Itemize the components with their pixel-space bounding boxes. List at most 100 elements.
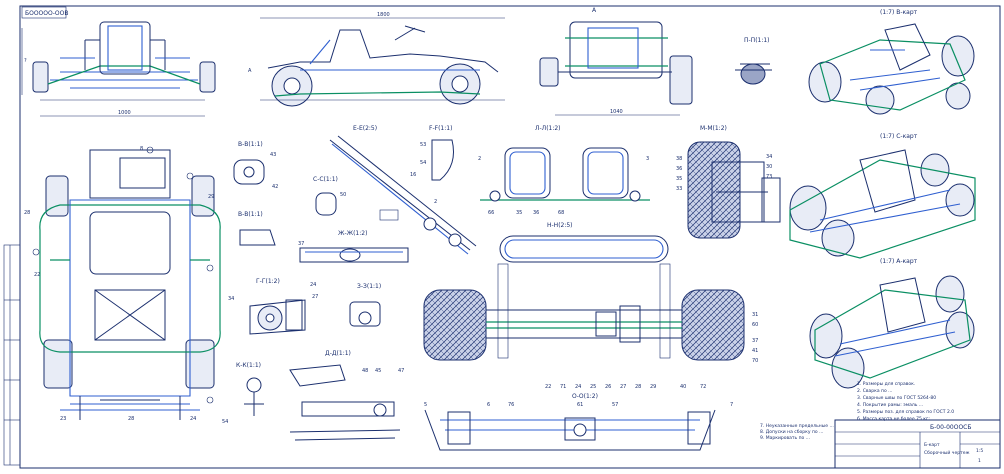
iso-kart-1: (1:7) В-карт	[808, 9, 975, 115]
section-n: Н-Н(2:5) 22 71 24 25 26 27 28 29 40 72 3…	[423, 222, 758, 390]
rear-width-dim: 1040	[610, 109, 623, 115]
svg-text:36: 36	[533, 210, 539, 216]
section-l-title: Л-Л(1:2)	[535, 125, 561, 132]
svg-text:48: 48	[362, 368, 368, 374]
svg-text:2: 2	[434, 199, 437, 205]
section-c: С-С(1:1) 50	[313, 176, 346, 216]
svg-text:41: 41	[752, 348, 758, 354]
sheet-number: 1	[978, 458, 981, 464]
side-length-dim: 1800	[377, 12, 390, 18]
note-8: 8. Допуски на сборку по ...	[760, 429, 823, 435]
section-zh: Ж-Ж(1:2) 37	[298, 230, 409, 263]
rear-view: А 1040	[539, 7, 693, 116]
svg-text:22: 22	[545, 384, 551, 390]
svg-text:3: 3	[646, 156, 649, 162]
svg-text:66: 66	[488, 210, 494, 216]
section-d-title: Д-Д(1:1)	[325, 350, 351, 357]
section-o-title: О-О(1:2)	[572, 393, 598, 400]
section-m: М-М(1:2) 38 36 35 33 34 30 73	[676, 125, 781, 239]
balloon-markers	[32, 146, 214, 404]
title-name-2: Сборочный чертеж	[924, 449, 970, 456]
section-v2: В-В(1:1)	[238, 211, 276, 246]
balloon: ?	[24, 58, 27, 64]
svg-text:27: 27	[620, 384, 626, 390]
iso-kart-2: (1:7) С-карт	[789, 133, 976, 259]
svg-text:38: 38	[676, 156, 682, 162]
iso-kart-3: (1:7) А-карт	[809, 258, 975, 389]
section-zh-title: Ж-Ж(1:2)	[338, 230, 367, 237]
svg-text:31: 31	[752, 312, 758, 318]
section-b-title: В-В(1:1)	[238, 141, 263, 148]
note-6: 6. Масса карта не более 75 кг; ...	[857, 416, 936, 422]
scale-value: 1:5	[976, 448, 983, 454]
note-9: 9. Маркировать по ...	[760, 435, 810, 441]
svg-text:А: А	[248, 68, 252, 74]
svg-text:42: 42	[272, 184, 278, 190]
svg-text:40: 40	[680, 384, 686, 390]
svg-text:37: 37	[752, 338, 758, 344]
note-5: 5. Размеры поз. для справок по ГОСТ 2.0	[857, 409, 954, 415]
section-z-title: З-З(1:1)	[357, 283, 381, 290]
svg-text:23: 23	[60, 416, 66, 422]
svg-text:54: 54	[420, 160, 426, 166]
svg-text:72: 72	[700, 384, 706, 390]
section-p-detail: П-П(1:1)	[735, 37, 772, 85]
svg-text:76: 76	[508, 402, 514, 408]
note-7: 7. Неуказанные предельные ...	[760, 423, 834, 429]
svg-text:70: 70	[752, 358, 758, 364]
svg-text:35: 35	[516, 210, 522, 216]
svg-text:29: 29	[650, 384, 656, 390]
section-o: О-О(1:2) 5 6 76 61 57 7	[424, 393, 733, 451]
svg-text:24: 24	[310, 282, 316, 288]
section-k-title: К-К(1:1)	[236, 362, 261, 369]
svg-text:5: 5	[424, 402, 427, 408]
note-2: 2. Сварка по ...	[857, 388, 892, 394]
svg-text:36: 36	[676, 166, 682, 172]
section-l: Л-Л(1:2) 2 3 66 35 36 68	[478, 125, 650, 216]
section-g: Г-Г(1:2) 24 27 34	[228, 278, 318, 335]
main-plan-view: 22 28 29 23 24 8 28	[24, 146, 221, 422]
svg-text:34: 34	[228, 296, 234, 302]
svg-text:26: 26	[605, 384, 611, 390]
svg-text:28: 28	[128, 416, 134, 422]
section-m-title: М-М(1:2)	[700, 125, 727, 132]
svg-text:50: 50	[340, 192, 346, 198]
section-f-title: F-F(1:1)	[429, 125, 452, 132]
svg-text:61: 61	[577, 402, 583, 408]
side-view: 1800 А	[248, 12, 505, 107]
section-z: З-З(1:1)	[349, 283, 381, 327]
svg-text:33: 33	[676, 186, 682, 192]
left-stamp	[3, 244, 21, 466]
iso-3-title: (1:7) А-карт	[880, 258, 918, 265]
section-f: F-F(1:1) 53 54	[420, 125, 454, 181]
svg-text:8: 8	[140, 146, 143, 152]
svg-text:45: 45	[375, 368, 381, 374]
svg-text:6: 6	[487, 402, 490, 408]
doc-code: Б-00-00ООСБ	[930, 424, 971, 431]
sheet-code-box: БООООО-ООВ	[21, 6, 68, 19]
sheet-code: БООООО-ООВ	[25, 10, 68, 17]
section-d: Д-Д(1:1) 48 45 47	[289, 350, 404, 441]
svg-text:57: 57	[612, 402, 618, 408]
technical-notes: 1. Размеры для справок. 2. Сварка по ...…	[760, 381, 954, 441]
section-n-title: Н-Н(2:5)	[547, 222, 573, 229]
svg-text:28: 28	[24, 210, 30, 216]
svg-text:35: 35	[676, 176, 682, 182]
svg-text:30: 30	[766, 164, 772, 170]
note-3: 3. Сварные швы по ГОСТ 5264-80	[857, 395, 936, 401]
svg-text:29: 29	[208, 194, 214, 200]
note-1: 1. Размеры для справок.	[857, 381, 915, 387]
note-4: 4. Покрытие рамы: эмаль ...	[857, 402, 923, 408]
front-view: 1000 ?	[21, 21, 216, 117]
section-e: Е-Е(2:5) 16 2	[329, 125, 477, 255]
section-b: В-В(1:1) 43 42	[233, 141, 278, 190]
svg-text:24: 24	[190, 416, 196, 422]
section-p-title: П-П(1:1)	[744, 37, 770, 44]
svg-text:43: 43	[270, 152, 276, 158]
svg-text:2: 2	[478, 156, 481, 162]
svg-text:22: 22	[34, 272, 40, 278]
svg-text:27: 27	[312, 294, 318, 300]
svg-text:В-В(1:1): В-В(1:1)	[238, 211, 263, 218]
front-width-dim: 1000	[118, 110, 131, 116]
